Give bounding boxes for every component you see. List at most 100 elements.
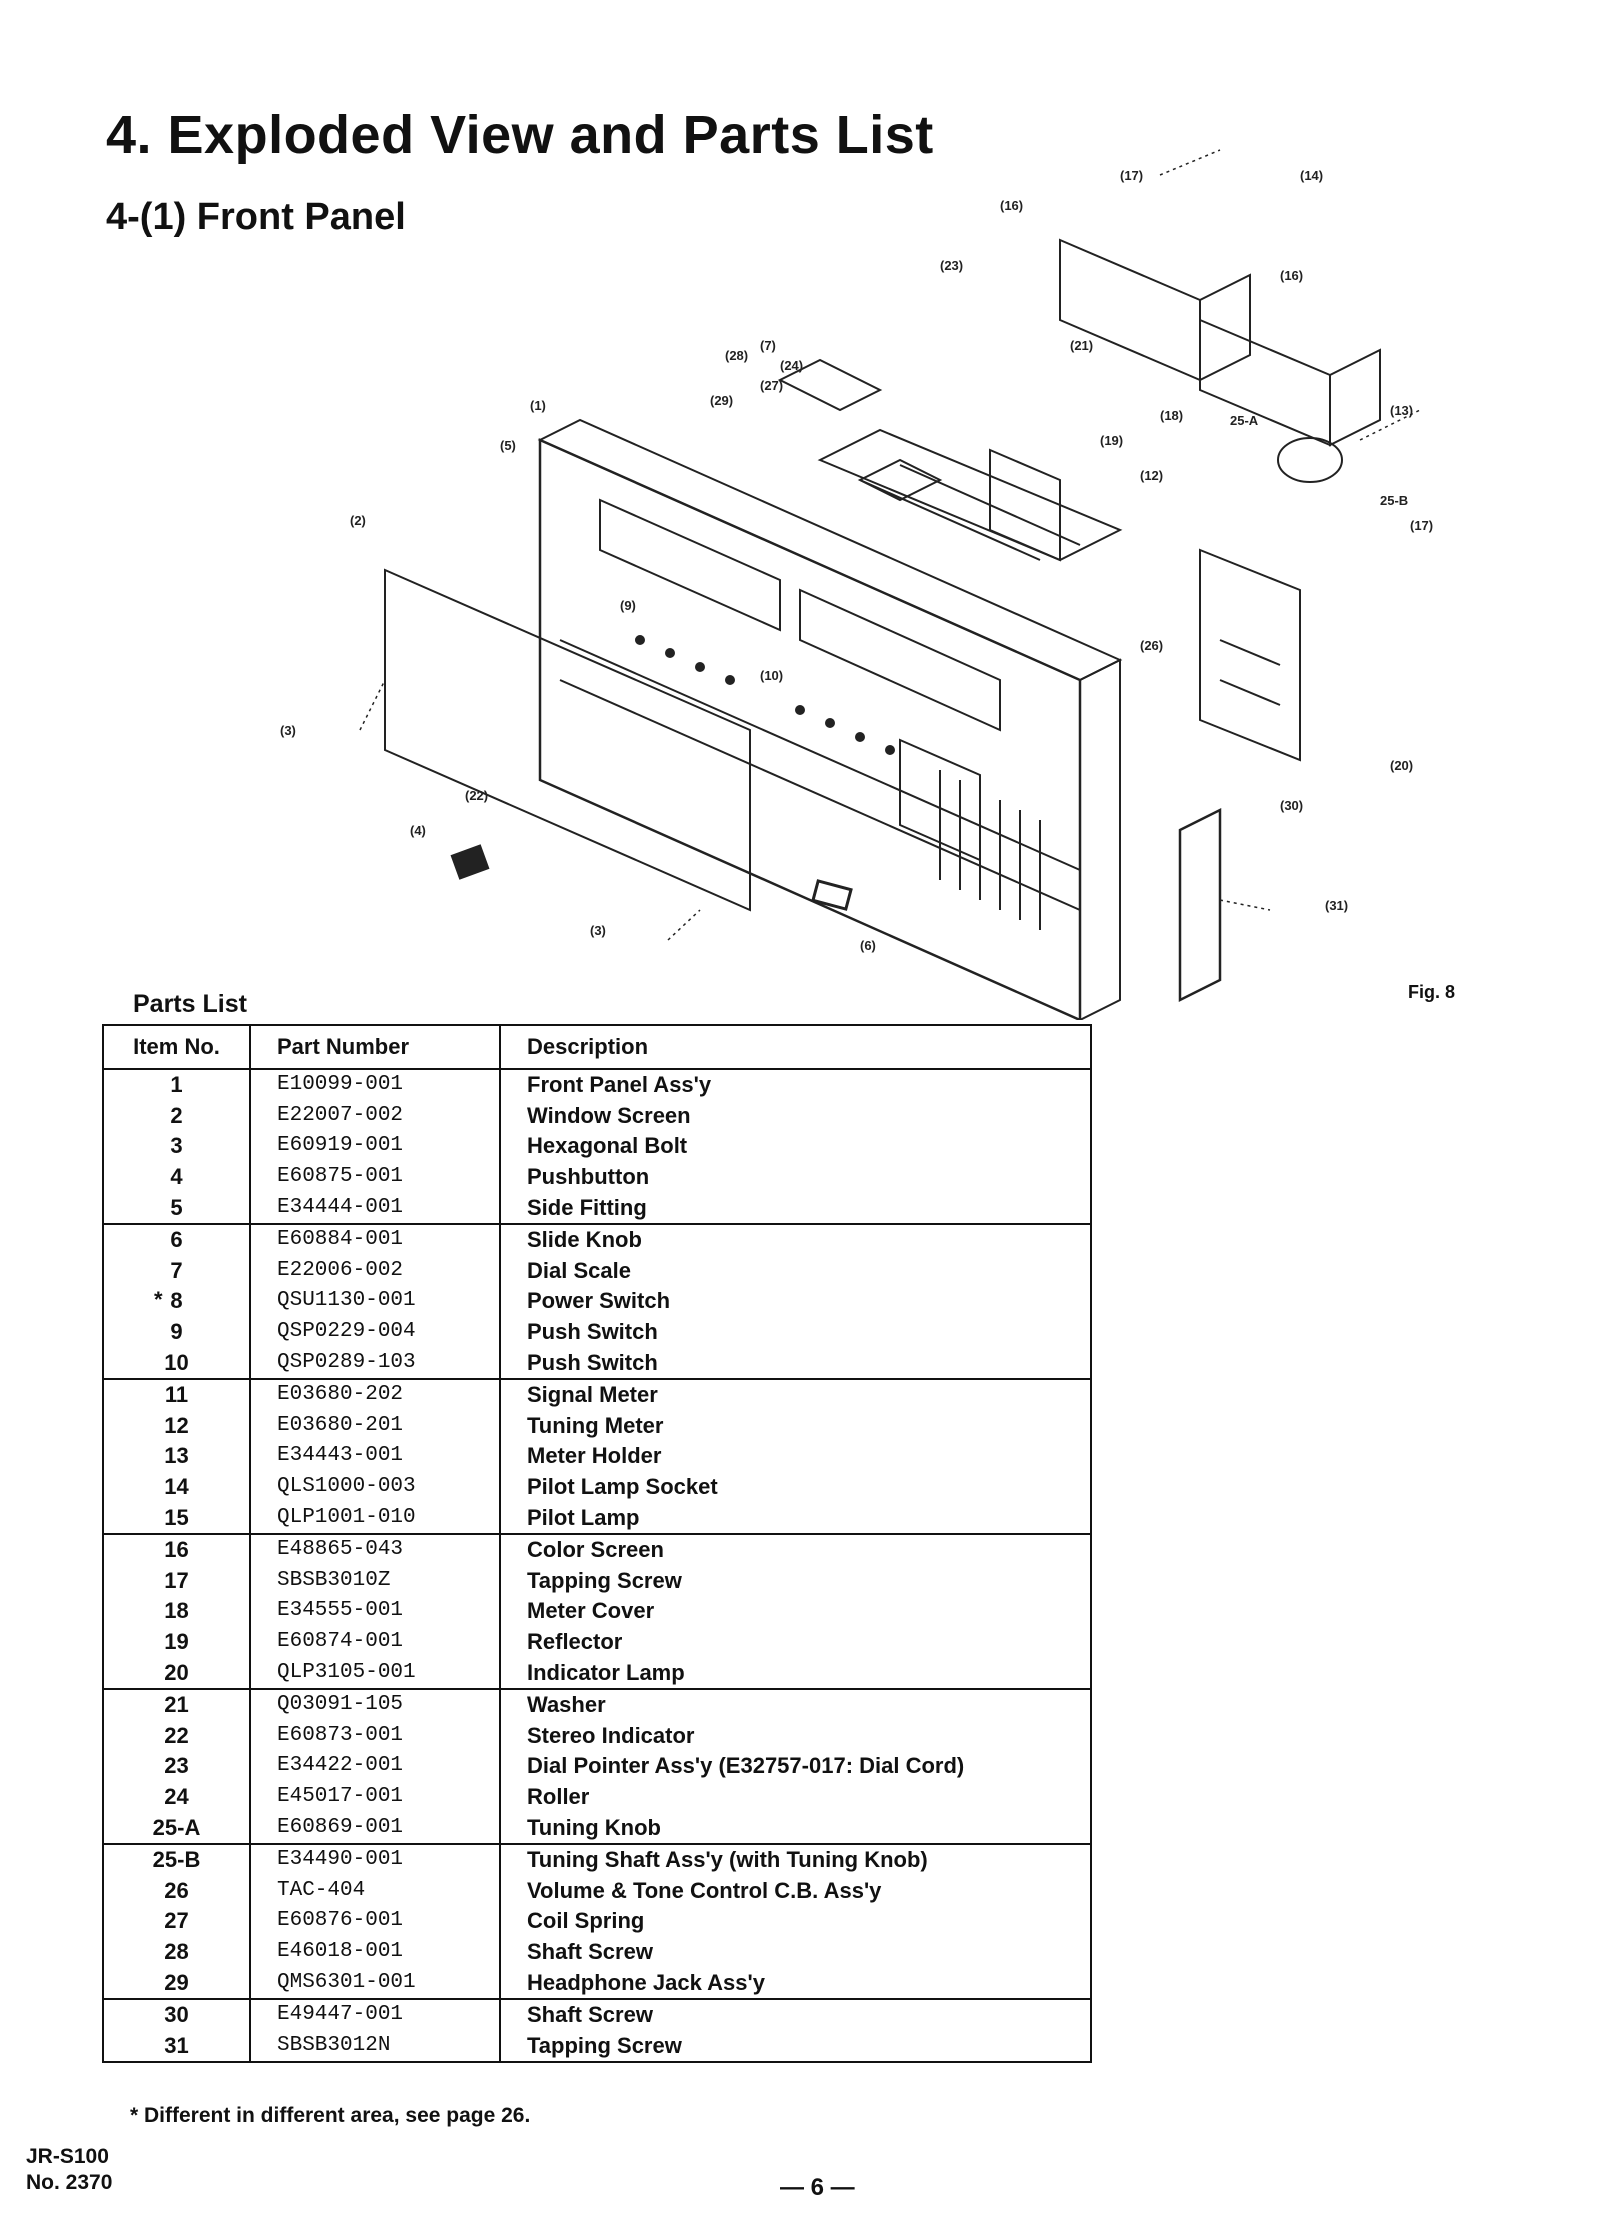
callout-17b: (17) [1410, 518, 1433, 533]
figure-label: Fig. 8 [1408, 982, 1456, 1002]
part-number-cell: E60874-001 [250, 1626, 501, 1658]
callout-18: (18) [1160, 408, 1183, 423]
part-number-cell: E22006-002 [250, 1255, 501, 1287]
description-cell: Push Switch [500, 1347, 1091, 1380]
part-number-cell: QLS1000-003 [250, 1471, 501, 1503]
description-cell: Slide Knob [527, 1227, 642, 1253]
item-number-cell: 4 [103, 1161, 251, 1193]
description-cell: Tuning Knob [500, 1812, 1091, 1845]
callout-14: (14) [1300, 168, 1323, 183]
callout-4: (4) [410, 823, 426, 838]
slide-knob-drawing [811, 879, 853, 911]
callout-10: (10) [760, 668, 783, 683]
meters-drawing [989, 238, 1381, 562]
callout-2: (2) [350, 513, 366, 528]
item-number-cell: 24 [103, 1781, 251, 1813]
item-number-cell: 25-B [103, 1843, 251, 1876]
item-number-cell: 9 [103, 1316, 251, 1348]
part-number-cell: QSP0229-004 [250, 1316, 501, 1348]
table-header-row: Item No. Part Number Description [103, 1025, 1092, 1070]
header-description: Description [500, 1025, 1092, 1070]
window-screen-drawing [384, 568, 751, 912]
footnote: * Different in different area, see page … [130, 2104, 531, 2127]
description-cell: Window Screen [527, 1102, 691, 1128]
description-cell: Washer [527, 1692, 606, 1718]
area-difference-mark: * [154, 1287, 163, 1313]
callout-9: (9) [620, 598, 636, 613]
control-block-drawing [1199, 437, 1343, 762]
part-number-cell: SBSB3012N [250, 2030, 501, 2062]
callout-29: (29) [710, 393, 733, 408]
description-cell: Indicator Lamp [500, 1657, 1091, 1690]
description-cell: Side Fitting [500, 1192, 1091, 1225]
part-number-cell: E03680-201 [250, 1410, 501, 1442]
item-number-cell: 18 [103, 1596, 251, 1627]
item-number-cell: 25-A [103, 1812, 251, 1845]
description-cell: Volume & Tone Control C.B. Ass'y [527, 1877, 882, 1903]
item-number-cell: 29 [103, 1967, 251, 2000]
callout-24: (24) [780, 358, 803, 373]
part-number-cell: E60884-001 [250, 1223, 501, 1256]
description-cell: Roller [527, 1783, 590, 1809]
manual-number: No. 2370 [26, 2171, 113, 2194]
description-cell: Color Screen [527, 1537, 664, 1563]
part-number-cell: Q03091-105 [250, 1688, 501, 1721]
part-number-cell: E48865-043 [250, 1533, 501, 1566]
exploded-view-diagram: (1) (2) (3) (3) (4) (5) (6) (7) (9) (10)… [280, 149, 1433, 1020]
callout-19: (19) [1100, 433, 1123, 448]
item-number-cell: 20 [103, 1657, 251, 1690]
part-number-cell: E45017-001 [250, 1781, 501, 1813]
description-cell: Tuning Shaft Ass'y (with Tuning Knob) [527, 1847, 928, 1873]
model-number: JR-S100 No. 2370 [26, 2144, 112, 2196]
callout-16a: (16) [1000, 198, 1023, 213]
item-number-cell: 22 [103, 1720, 251, 1752]
description-cell: Headphone Jack Ass'y [500, 1967, 1091, 2000]
description-cell: Tuning Meter [527, 1412, 664, 1438]
description-cell: Tapping Screw [527, 2032, 682, 2058]
item-number-cell: 7 [103, 1255, 251, 1287]
callout-5: (5) [500, 438, 516, 453]
callout-22: (22) [465, 788, 488, 803]
part-number-cell: E34444-001 [250, 1192, 501, 1225]
part-number-cell: E60919-001 [250, 1131, 501, 1162]
item-number-cell: 27 [103, 1906, 251, 1937]
side-fitting-drawing [1178, 807, 1222, 1003]
item-number-cell: 28 [103, 1936, 251, 1968]
callout-6: (6) [860, 938, 876, 953]
part-number-cell: E22007-002 [250, 1100, 501, 1132]
callout-26: (26) [1140, 638, 1163, 653]
item-number-cell: 1 [103, 1069, 251, 1101]
item-number-cell: 8* [103, 1286, 251, 1317]
description-cell: Meter Cover [527, 1598, 655, 1624]
part-number-cell: E49447-001 [250, 1998, 501, 2031]
description-cell: Coil Spring [527, 1908, 645, 1934]
part-number-cell: QSP0289-103 [250, 1347, 501, 1380]
description-cell: Reflector [527, 1628, 623, 1654]
item-number-cell: 5 [103, 1192, 251, 1225]
callout-16b: (16) [1280, 268, 1303, 283]
part-number-cell: SBSB3010Z [250, 1565, 501, 1597]
part-number-cell: QSU1130-001 [250, 1286, 501, 1317]
callout-31: (31) [1325, 898, 1348, 913]
callout-13: (13) [1390, 403, 1413, 418]
description-cell: Hexagonal Bolt [527, 1133, 688, 1159]
part-number-cell: E34555-001 [250, 1596, 501, 1627]
